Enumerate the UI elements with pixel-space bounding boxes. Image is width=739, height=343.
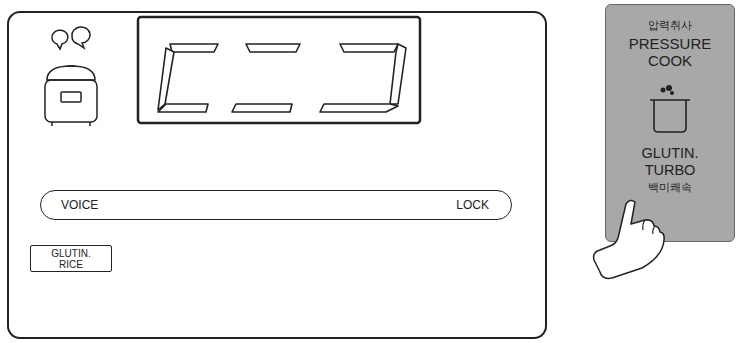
bar-label: VOICE (61, 198, 98, 213)
button-label: 백미쾌속 (615, 181, 725, 194)
button-label: 압력취사 (615, 19, 725, 32)
button-label: PRESSURE COOK (615, 35, 725, 69)
bar-label: LOCK (456, 198, 489, 213)
lcd-segments (158, 44, 406, 112)
indicator-label: GLUTIN. RICE (45, 248, 97, 270)
panel-outline (8, 12, 546, 338)
lcd-frame (138, 17, 420, 123)
mode-button: 압력취사 PRESSURE COOK GLUTIN. TURBO 백미쾌속 (605, 4, 735, 242)
status-bar: VOICE LOCK (40, 190, 512, 220)
mode-indicator: GLUTIN. RICE (30, 245, 112, 272)
cooker-icon (45, 27, 97, 126)
button-label: GLUTIN. TURBO (625, 145, 715, 179)
